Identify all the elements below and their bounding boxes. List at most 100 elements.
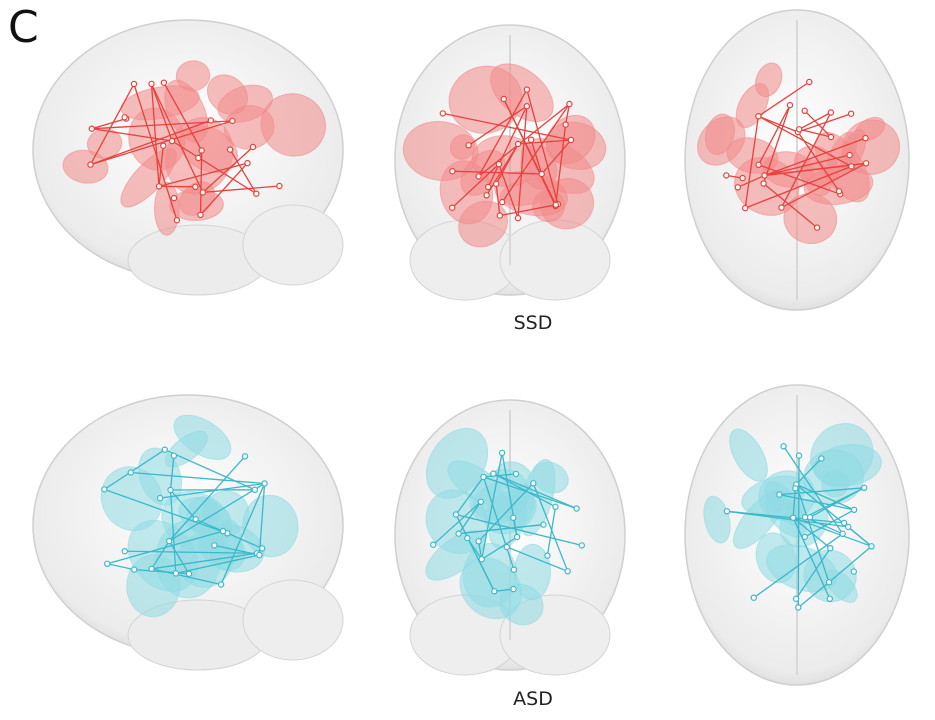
network-edge [171, 140, 257, 195]
network-node [439, 110, 446, 117]
network-node [868, 543, 875, 550]
network-node [512, 470, 520, 478]
network-edge [501, 103, 570, 203]
network-node [199, 189, 206, 196]
network-node [503, 543, 510, 551]
network-edge [779, 487, 865, 496]
network-node [192, 183, 199, 190]
network-node [750, 594, 758, 601]
network-edge [175, 554, 260, 575]
network-node [483, 192, 490, 199]
network-edge [168, 455, 246, 542]
network-edge [744, 165, 852, 209]
network-edge [512, 517, 518, 538]
network-edge [797, 113, 852, 133]
network-node [510, 514, 517, 522]
network-node [861, 484, 868, 491]
network-edge [486, 143, 519, 196]
network-node [197, 211, 204, 219]
network-edge [478, 89, 528, 177]
network-node [776, 491, 783, 498]
network-edge [564, 103, 571, 125]
network-edge [753, 533, 843, 599]
network-node [161, 446, 168, 453]
network-node [155, 183, 163, 190]
network-node [500, 95, 507, 103]
network-node [156, 494, 164, 502]
network-edge [764, 137, 866, 177]
network-node [527, 136, 535, 143]
network-node [101, 486, 108, 493]
network-node [566, 100, 573, 108]
network-edge [202, 185, 280, 194]
network-edge [150, 83, 173, 142]
network-node [786, 101, 794, 109]
network-node [249, 143, 257, 151]
network-edge [151, 540, 170, 570]
brain-region-blob [449, 134, 476, 160]
brainstem-shape [242, 579, 344, 661]
network-node [229, 117, 236, 125]
network-edge [163, 82, 203, 151]
network-edge [483, 473, 517, 478]
network-edge [451, 163, 500, 209]
network-edge [91, 117, 127, 130]
network-node [160, 142, 167, 149]
ssd-row-label: SSD [513, 312, 553, 334]
network-node [790, 514, 797, 521]
network-node [761, 172, 768, 179]
network-edge [481, 452, 503, 560]
network-node [845, 523, 852, 531]
network-node [121, 548, 129, 555]
ssd-axial-brain-view [684, 9, 910, 311]
network-node [792, 595, 800, 602]
network-edge [518, 139, 572, 145]
network-node [544, 552, 551, 559]
network-edge [795, 484, 830, 583]
network-edge [220, 483, 266, 585]
network-node [739, 174, 746, 182]
brain-region-blob [458, 200, 508, 248]
network-node [495, 160, 503, 168]
network-node [130, 566, 138, 573]
network-node [148, 565, 155, 573]
network-edge [758, 104, 791, 166]
network-node [173, 216, 181, 224]
network-edge [168, 540, 190, 575]
network-edge [158, 145, 164, 187]
network-edge [799, 128, 832, 138]
ssd-lateral-brain-view [32, 19, 344, 296]
network-node [226, 146, 234, 153]
network-edge [169, 489, 177, 574]
network-node [540, 521, 547, 528]
network-node [491, 588, 498, 595]
network-node [564, 568, 571, 575]
network-node [523, 102, 531, 110]
network-node [801, 514, 809, 521]
network-node [562, 121, 569, 128]
network-node [552, 503, 559, 510]
brain-region-blob [425, 427, 489, 499]
network-edge [804, 110, 832, 138]
network-node [493, 180, 500, 188]
network-node [160, 79, 168, 86]
network-node [795, 604, 802, 611]
network-node [449, 204, 456, 211]
brain-region-blob [532, 461, 569, 494]
network-node [430, 541, 437, 548]
network-edge [104, 488, 228, 534]
network-edge [134, 568, 190, 575]
network-node [276, 182, 283, 190]
network-edge [779, 493, 855, 511]
network-edge [258, 483, 266, 556]
network-edge [797, 455, 800, 608]
network-node [452, 511, 460, 518]
network-node [168, 137, 176, 145]
network-edge [468, 105, 528, 146]
network-edge [792, 517, 872, 547]
network-edge [90, 120, 233, 166]
network-node [449, 167, 456, 175]
network-edge [481, 536, 518, 560]
network-node [538, 170, 545, 178]
network-node [195, 154, 202, 162]
